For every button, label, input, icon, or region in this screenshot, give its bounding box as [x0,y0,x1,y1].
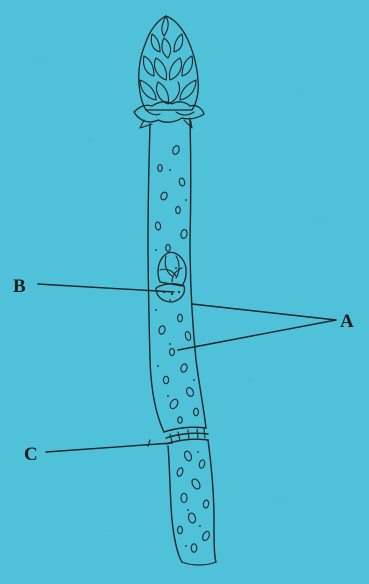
terminal-bud [134,16,204,128]
label-a: A [340,311,354,332]
lateral-bud [156,252,186,302]
label-b: B [13,276,26,297]
paper-texture [39,59,321,531]
leader-line-b [38,284,174,292]
leader-line-c [46,443,172,452]
leader-line-a-upper [192,304,336,320]
lower-stem [168,440,216,565]
girdle-scar [164,427,208,444]
leader-line-a-lower [178,320,336,350]
label-c: C [24,444,38,465]
